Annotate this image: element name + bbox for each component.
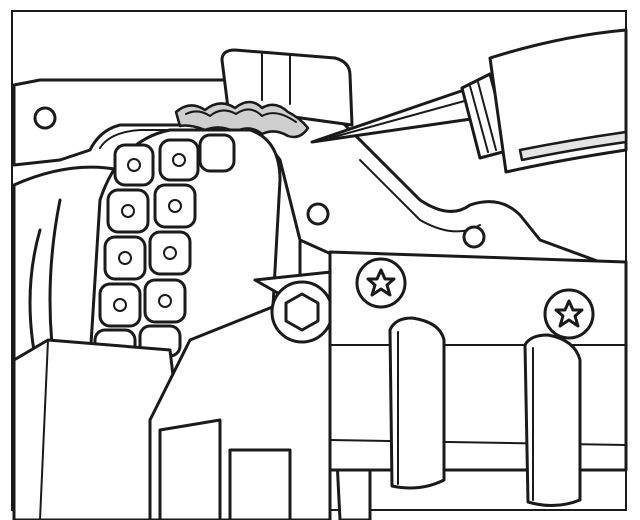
- hex-bolt-icon: [270, 280, 334, 344]
- mounting-hole: [462, 225, 486, 249]
- camshaft-lobe-icon: [523, 333, 582, 507]
- mounting-hole: [306, 202, 330, 226]
- sealant-bead-icon: [174, 100, 310, 139]
- camshaft-lobe-icon: [388, 316, 446, 490]
- mounting-hole: [33, 106, 57, 130]
- timing-chain-icon: [88, 128, 282, 382]
- sealant-tube-icon: [310, 28, 628, 174]
- torx-bolt-icon: [543, 288, 595, 340]
- torx-bolt-icon: [355, 257, 407, 309]
